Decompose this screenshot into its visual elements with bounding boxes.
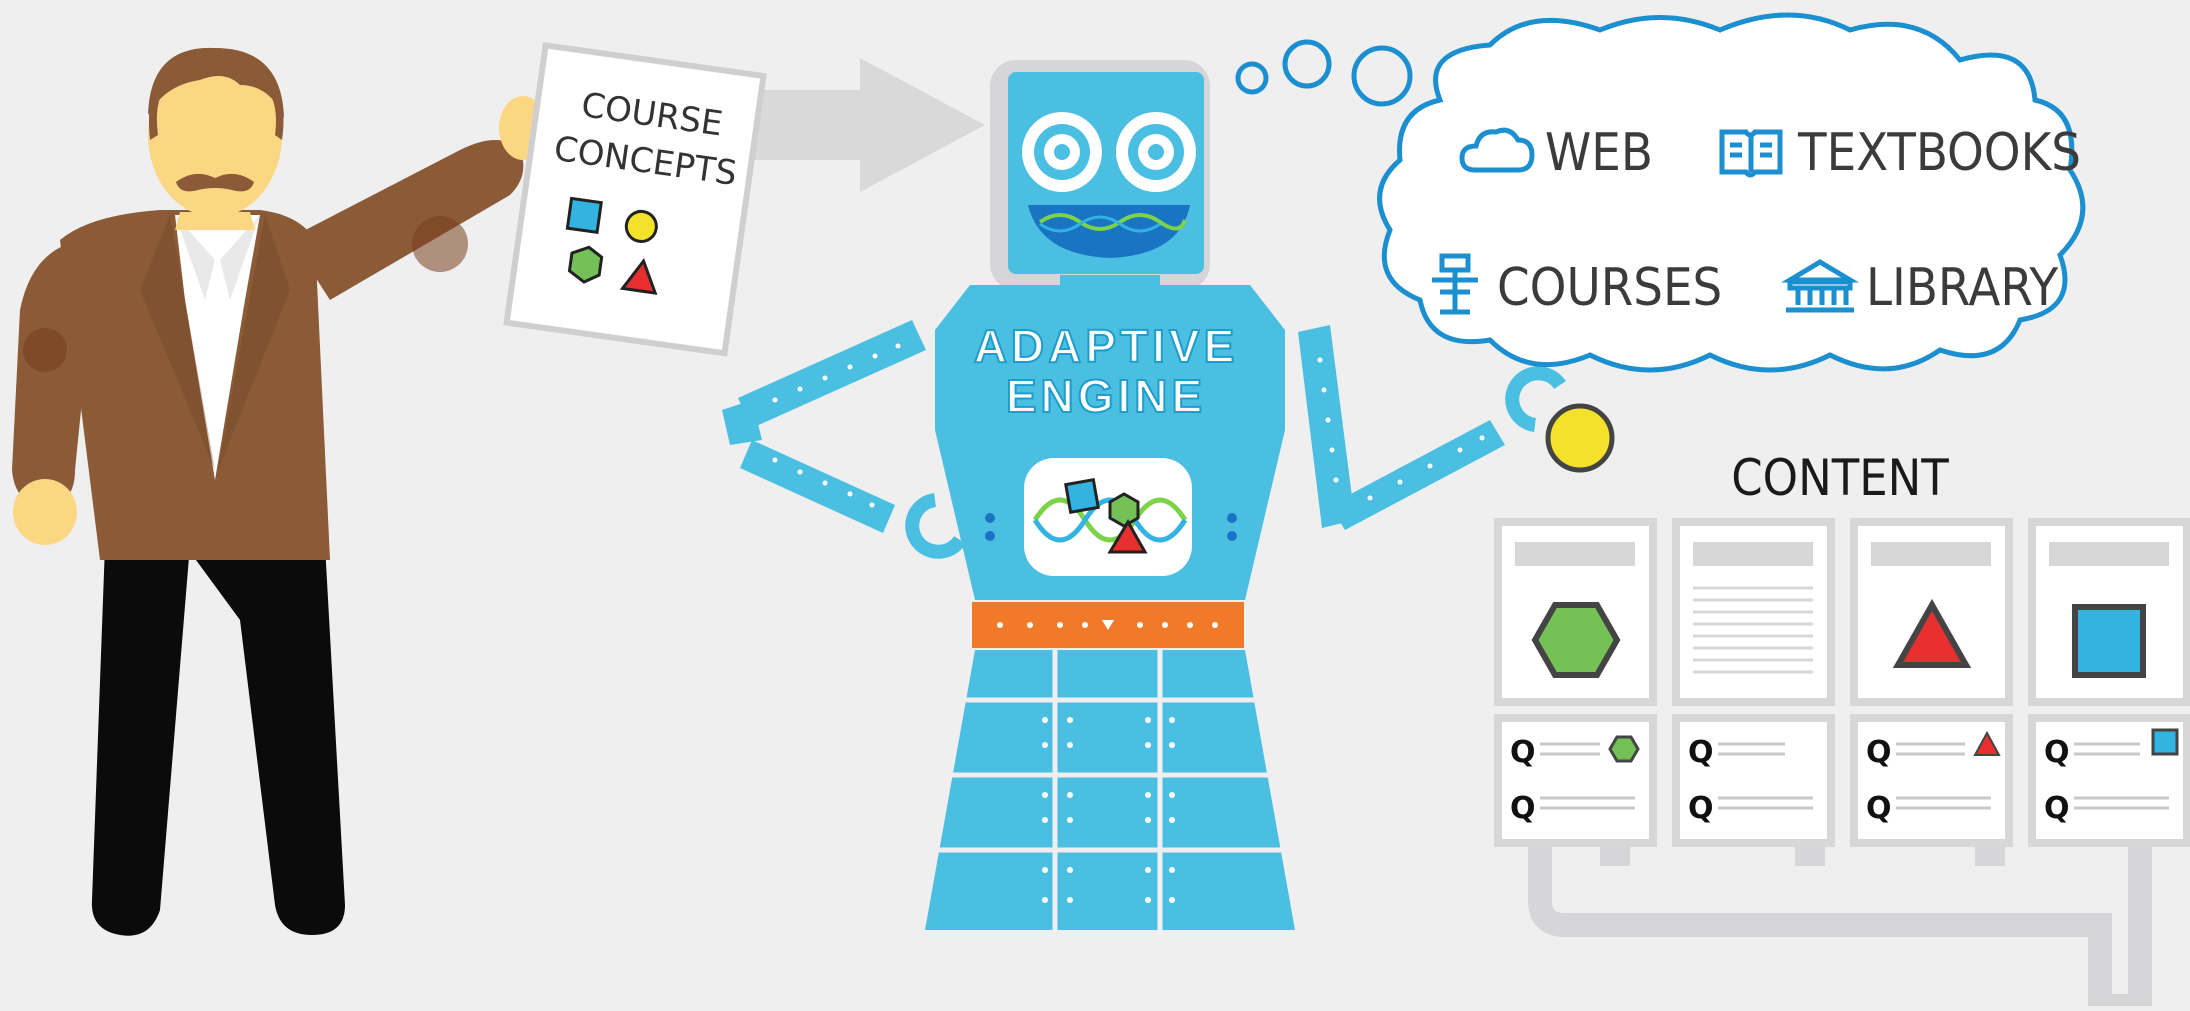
circle-shape xyxy=(624,209,658,243)
cloud-item-label-textbooks: TEXTBOOKS xyxy=(1797,123,2081,183)
square-shape xyxy=(2151,728,2179,756)
quiz-question-label: Q xyxy=(1510,791,1536,826)
desk-icon xyxy=(1432,253,1478,315)
content-section: CONTENT xyxy=(1494,449,2190,1011)
cloud-item-library: LIBRARY xyxy=(1780,258,2058,318)
cloud-item-label-courses: COURSES xyxy=(1497,258,1722,318)
square-shape xyxy=(565,196,603,235)
quiz-card: Q Q xyxy=(1672,714,1835,847)
quiz-question-label: Q xyxy=(1866,791,1892,826)
robot-right-arm xyxy=(1298,325,1615,530)
content-card xyxy=(1494,518,1657,706)
quiz-question-label: Q xyxy=(2044,735,2070,770)
teacher-figure xyxy=(12,47,547,936)
cloud-icon xyxy=(1459,127,1535,173)
content-card xyxy=(2028,518,2190,706)
robot-label-line1: ADAPTIVE xyxy=(974,320,1239,372)
robot-left-arm xyxy=(722,320,966,559)
content-title: CONTENT xyxy=(1731,449,1949,507)
robot-label-line2: ENGINE xyxy=(1006,370,1206,422)
cloud-item-textbooks: TEXTBOOKS xyxy=(1719,123,2081,183)
cloud-item-courses: COURSES xyxy=(1432,253,1722,318)
quiz-question-label: Q xyxy=(1688,791,1714,826)
cloud-item-web: WEB xyxy=(1459,123,1653,183)
quiz-card: Q Q xyxy=(1494,714,1657,847)
cloud-item-label-web: WEB xyxy=(1545,123,1653,183)
quiz-question-label: Q xyxy=(1866,735,1892,770)
square-shape xyxy=(2072,604,2146,678)
quiz-question-label: Q xyxy=(1688,735,1714,770)
hexagon-shape xyxy=(567,245,604,284)
cloud-item-label-library: LIBRARY xyxy=(1866,258,2058,318)
quiz-card: Q Q xyxy=(1850,714,2013,847)
triangle-shape xyxy=(1892,598,1972,668)
library-icon xyxy=(1780,259,1860,313)
book-icon xyxy=(1719,129,1783,178)
robot-skirt xyxy=(925,650,1295,930)
triangle-shape xyxy=(619,258,658,295)
course-concepts-paper: COURSE CONCEPTS xyxy=(503,41,767,357)
teacher-head xyxy=(148,53,282,217)
quiz-question-label: Q xyxy=(1510,735,1536,770)
held-concept-circle xyxy=(1545,403,1615,473)
thought-cloud: WEB TEXTBOOKS COURSES xyxy=(1235,12,2086,373)
content-card xyxy=(1850,518,2013,706)
flow-arrow xyxy=(735,58,985,192)
triangle-shape xyxy=(1973,730,2001,756)
quiz-question-label: Q xyxy=(2044,791,2070,826)
hexagon-shape xyxy=(1531,602,1621,678)
chest-display xyxy=(1024,458,1192,576)
quiz-card: Q Q xyxy=(2028,714,2190,847)
content-card xyxy=(1672,518,1835,706)
adaptive-engine-robot: ADAPTIVE ENGINE xyxy=(722,60,1615,930)
hexagon-shape xyxy=(1608,735,1640,763)
